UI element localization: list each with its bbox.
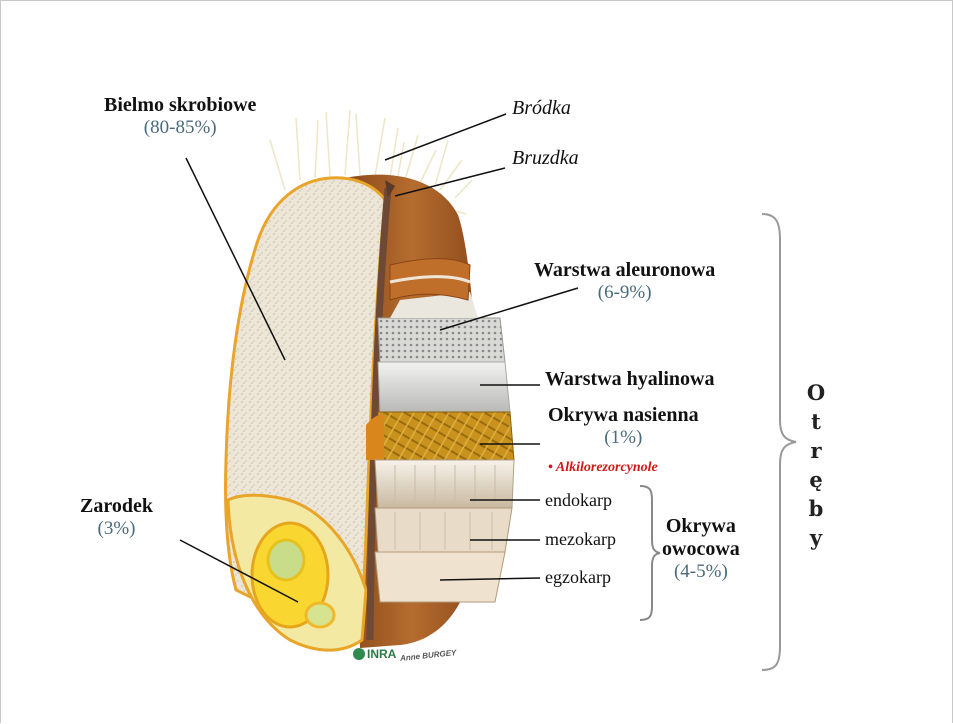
aleuronowa-percent: (6-9%) — [534, 282, 715, 304]
layer-seed-coat — [378, 412, 514, 460]
label-otreby: O t r ę b y — [796, 378, 836, 552]
germ-inner-2 — [306, 603, 334, 627]
label-nasienna: Okrywa nasienna (1%) — [548, 404, 699, 449]
zarodek-percent: (3%) — [80, 518, 153, 540]
bracket-otreby — [762, 214, 796, 670]
otreby-letter: r — [796, 436, 836, 465]
otreby-letter: b — [796, 494, 836, 523]
germ-inner — [268, 540, 304, 580]
label-zarodek: Zarodek (3%) — [80, 495, 153, 540]
label-egzokarp: egzokarp — [545, 567, 611, 588]
owocowa-title-1: Okrywa — [662, 515, 740, 538]
inra-logo: INRA Anne BURGEY — [353, 647, 457, 661]
label-mezokarp: mezokarp — [545, 529, 616, 550]
layer-endocarp — [375, 460, 514, 508]
inra-logo-text: INRA — [367, 647, 396, 661]
label-alkilorezorcynole: • Alkilorezorcynole — [548, 460, 658, 476]
otreby-letter: t — [796, 407, 836, 436]
label-hyalinowa: Warstwa hyalinowa — [545, 368, 714, 391]
bielmo-percent: (80-85%) — [104, 117, 256, 139]
zarodek-title: Zarodek — [80, 495, 153, 518]
nasienna-percent: (1%) — [548, 427, 699, 449]
bielmo-title: Bielmo skrobiowe — [104, 94, 256, 117]
label-okrywa-owocowa: Okrywa owocowa (4-5%) — [662, 515, 740, 583]
layer-mesocarp — [375, 508, 512, 552]
label-brodka: Bródka — [512, 97, 571, 120]
layer-aleurone — [378, 318, 505, 362]
inra-logo-icon — [353, 648, 365, 660]
layer-hyaline — [378, 362, 510, 412]
bracket-okrywa-owocowa — [640, 486, 660, 620]
image-author: Anne BURGEY — [400, 648, 457, 663]
leader-brodka — [385, 114, 506, 160]
nasienna-title: Okrywa nasienna — [548, 404, 699, 427]
otreby-letter: ę — [796, 465, 836, 494]
layer-exocarp — [375, 552, 505, 602]
label-bruzdka: Bruzdka — [512, 147, 579, 170]
label-endokarp: endokarp — [545, 490, 612, 511]
label-aleuronowa: Warstwa aleuronowa (6-9%) — [534, 259, 715, 304]
aleuronowa-title: Warstwa aleuronowa — [534, 259, 715, 282]
owocowa-percent: (4-5%) — [662, 561, 740, 583]
otreby-letter: y — [796, 523, 836, 552]
owocowa-title-2: owocowa — [662, 538, 740, 561]
label-bielmo: Bielmo skrobiowe (80-85%) — [104, 94, 256, 139]
otreby-letter: O — [796, 378, 836, 407]
